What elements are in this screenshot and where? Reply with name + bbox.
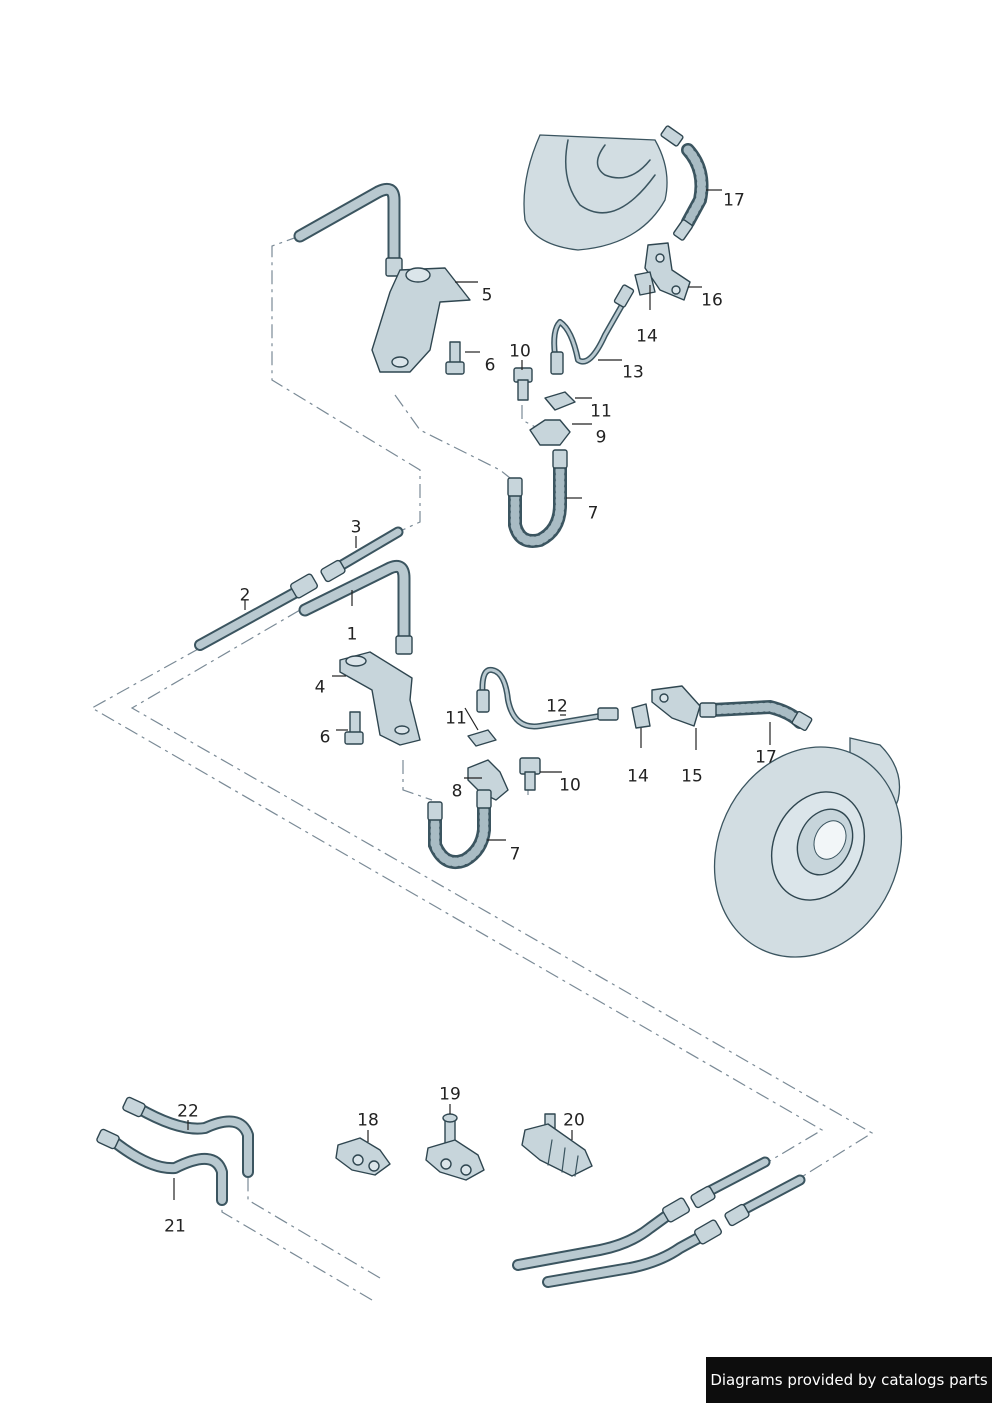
pipe-lower-long-b	[542, 1174, 806, 1288]
bolt-upper-10	[513, 367, 533, 401]
callout-3: 3	[350, 517, 362, 538]
bolt-lower-6	[344, 711, 364, 745]
callout-7-lower: 7	[509, 844, 521, 865]
callout-17-lower: 17	[755, 747, 777, 768]
clip-upper-11	[544, 391, 576, 411]
callout-18: 18	[357, 1110, 379, 1131]
callout-7-upper: 7	[587, 503, 599, 524]
bolt-lower-10	[519, 757, 541, 791]
pipe-lower-long-a	[512, 1156, 771, 1271]
pipe-2	[194, 573, 318, 651]
pipe-22	[122, 1096, 254, 1178]
upper-bent-pipe	[293, 182, 403, 277]
callout-9: 9	[595, 427, 607, 448]
bracket-upper-16	[644, 242, 691, 301]
hose-upper-7	[507, 449, 568, 548]
pipe-1	[298, 559, 413, 655]
callout-2: 2	[239, 585, 251, 606]
clip-19	[425, 1113, 485, 1181]
callout-13: 13	[622, 362, 644, 383]
pipe-13	[550, 284, 635, 375]
callout-6-upper: 6	[484, 355, 496, 376]
bolt-upper-6	[445, 341, 465, 375]
clip-18	[335, 1137, 391, 1176]
callout-6-lower: 6	[319, 727, 331, 748]
callout-10-lower: 10	[559, 775, 581, 796]
clip-20	[521, 1113, 593, 1177]
callout-11-lower: 11	[445, 708, 467, 729]
hose-upper-17	[660, 125, 709, 241]
brake-disc	[713, 737, 903, 958]
callout-16: 16	[701, 290, 723, 311]
callout-11-upper: 11	[590, 401, 612, 422]
pipe-21	[96, 1128, 228, 1206]
callout-20: 20	[563, 1110, 585, 1131]
bracket-9	[529, 419, 571, 446]
callout-4: 4	[314, 677, 326, 698]
routing-lines	[90, 235, 874, 1301]
leader-lines	[173, 189, 771, 1200]
callout-22: 22	[177, 1101, 199, 1122]
pipe-3	[320, 526, 404, 583]
bracket-upper	[371, 267, 471, 373]
bracket-4	[339, 651, 421, 746]
callout-21: 21	[164, 1216, 186, 1237]
callout-1: 1	[346, 624, 358, 645]
hose-lower-17	[699, 699, 813, 732]
callout-17-upper: 17	[723, 190, 745, 211]
callout-5: 5	[481, 285, 493, 306]
callout-14-lower: 14	[627, 766, 649, 787]
clip-lower-11	[467, 729, 497, 747]
bracket-15	[651, 685, 701, 727]
hose-lower-7	[427, 789, 492, 870]
callout-15: 15	[681, 766, 703, 787]
pipe-12	[476, 666, 619, 730]
callout-8: 8	[451, 781, 463, 802]
credit-banner: Diagrams provided by catalogs parts	[706, 1357, 992, 1403]
clip-lower-14	[631, 703, 651, 729]
caliper-shield-upper	[523, 134, 668, 251]
callout-19: 19	[439, 1084, 461, 1105]
callout-10-upper: 10	[509, 341, 531, 362]
callout-14-upper: 14	[636, 326, 658, 347]
callout-12: 12	[546, 696, 568, 717]
